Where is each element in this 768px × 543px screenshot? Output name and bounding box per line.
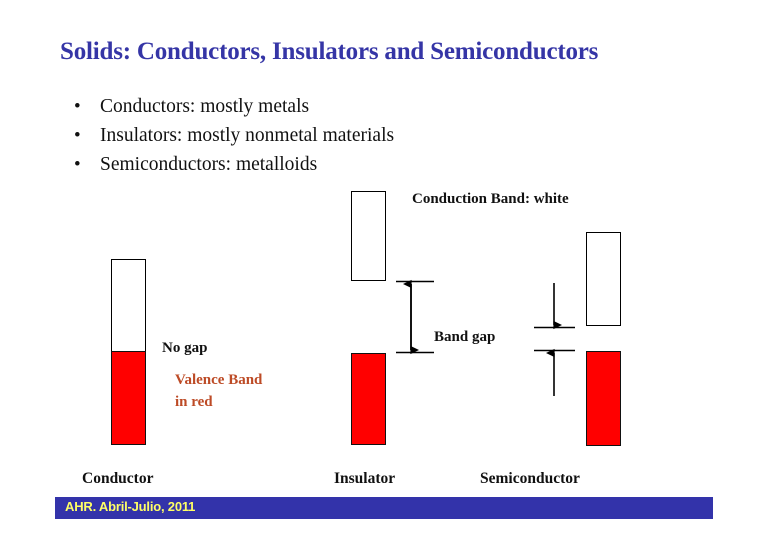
page-title: Solids: Conductors, Insulators and Semic…: [60, 38, 599, 65]
footer-bar: AHR. Abril-Julio, 2011: [55, 497, 713, 519]
bullet-marker-icon: •: [74, 125, 81, 146]
annotation-valence-band-line1: Valence Band: [175, 372, 263, 388]
list-item: • Conductors: mostly metals: [72, 92, 632, 121]
list-item: • Semiconductors: metalloids: [72, 150, 632, 179]
column-label-semiconductor: Semiconductor: [480, 470, 580, 487]
annotation-conduction-band: Conduction Band: white: [412, 191, 569, 207]
annotation-valence-band-line2: in red: [175, 394, 213, 410]
semiconductor-valence-band: [586, 351, 621, 446]
bullet-list: • Conductors: mostly metals • Insulators…: [72, 92, 632, 179]
list-item-label: Semiconductors: metalloids: [100, 154, 318, 175]
bullet-marker-icon: •: [74, 154, 81, 175]
conductor-valence-band: [111, 351, 146, 445]
column-label-insulator: Insulator: [334, 470, 396, 487]
band-diagram: Conduction Band: white No gap Valence Ba…: [82, 191, 621, 487]
conductor-conduction-band: [111, 259, 146, 352]
semiconductor-conduction-band: [586, 232, 621, 326]
annotation-band-gap: Band gap: [434, 329, 496, 345]
insulator-conduction-band: [351, 191, 386, 281]
annotation-no-gap: No gap: [162, 340, 208, 356]
column-label-conductor: Conductor: [82, 470, 154, 487]
insulator-valence-band: [351, 353, 386, 445]
footer-text: AHR. Abril-Julio, 2011: [65, 499, 196, 514]
list-item-label: Conductors: mostly metals: [100, 96, 310, 117]
bullet-marker-icon: •: [74, 96, 81, 117]
list-item: • Insulators: mostly nonmetal materials: [72, 121, 632, 150]
list-item-label: Insulators: mostly nonmetal materials: [100, 125, 395, 146]
